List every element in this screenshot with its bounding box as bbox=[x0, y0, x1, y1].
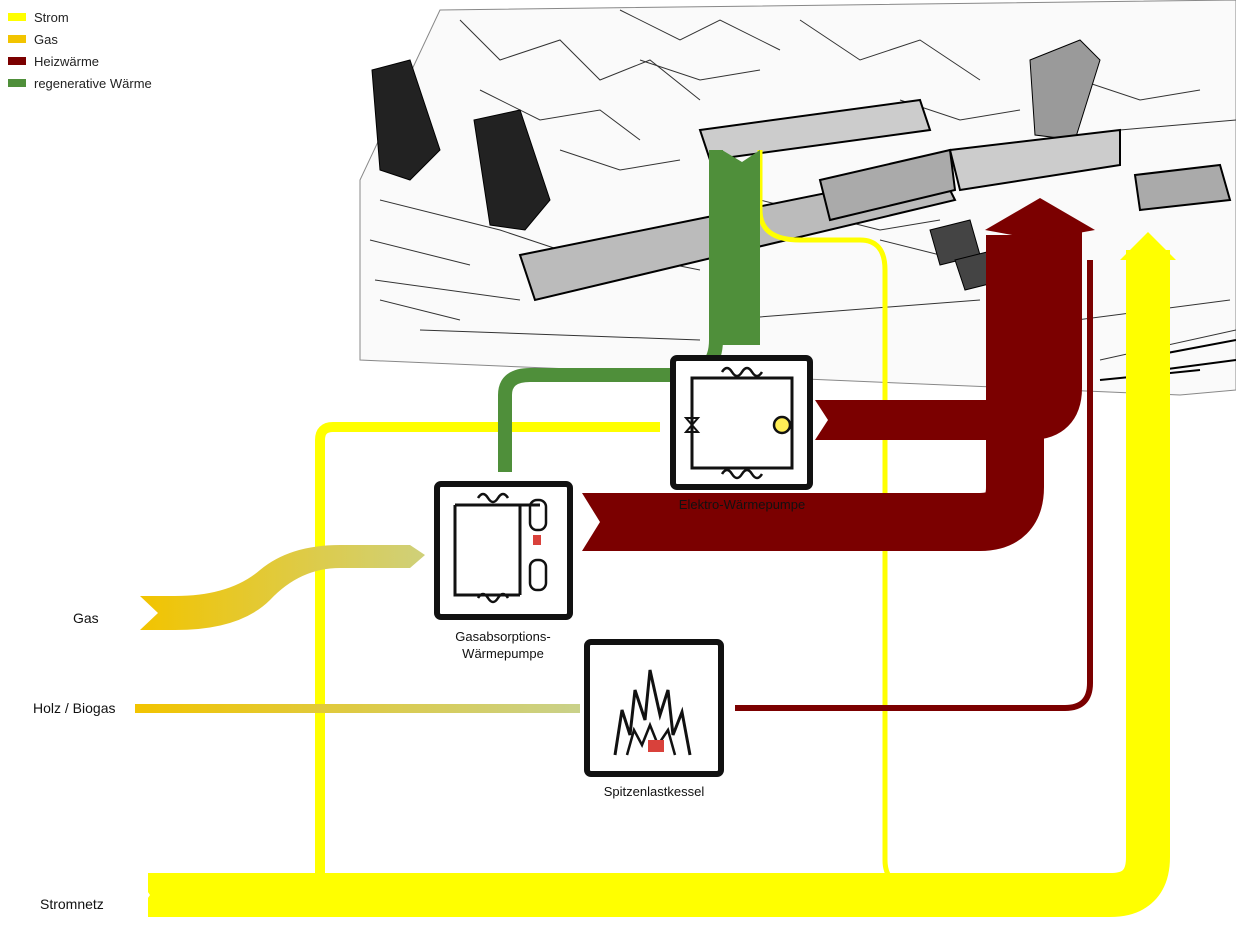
legend: Strom Gas Heizwärme regenerative Wärme bbox=[8, 6, 152, 94]
city-sketch bbox=[359, 0, 1236, 396]
legend-swatch-regenerative bbox=[8, 79, 26, 87]
legend-label-heizwaerme: Heizwärme bbox=[34, 53, 100, 69]
legend-item-strom: Strom bbox=[8, 6, 152, 28]
gas-absorption-heat-pump-box bbox=[434, 481, 573, 620]
legend-label-regenerative: regenerative Wärme bbox=[34, 75, 152, 91]
holz-flow bbox=[135, 704, 580, 713]
gas-flow bbox=[140, 545, 425, 630]
strom-flows bbox=[135, 150, 1176, 917]
legend-swatch-gas bbox=[8, 35, 26, 43]
legend-label-gas: Gas bbox=[34, 31, 58, 47]
legend-item-gas: Gas bbox=[8, 28, 152, 50]
legend-label-strom: Strom bbox=[34, 9, 69, 25]
caption-spitzenlastkessel: Spitzenlastkessel bbox=[603, 784, 705, 799]
caption-gasabsorption-line2: Wärmepumpe bbox=[462, 646, 544, 661]
caption-gasabsorption-line1: Gasabsorptions- bbox=[455, 629, 551, 644]
heat-flows bbox=[582, 198, 1095, 711]
legend-swatch-strom bbox=[8, 13, 26, 21]
source-label-holz: Holz / Biogas bbox=[33, 700, 116, 716]
caption-elektro-waermepumpe: Elektro-Wärmepumpe bbox=[678, 497, 806, 512]
legend-item-heizwaerme: Heizwärme bbox=[8, 50, 152, 72]
electric-heat-pump-box bbox=[670, 355, 813, 490]
peak-load-boiler-box bbox=[584, 639, 724, 777]
legend-swatch-heizwaerme bbox=[8, 57, 26, 65]
source-label-strom: Stromnetz bbox=[40, 896, 104, 912]
legend-item-regenerative: regenerative Wärme bbox=[8, 72, 152, 94]
source-label-gas: Gas bbox=[73, 610, 99, 626]
